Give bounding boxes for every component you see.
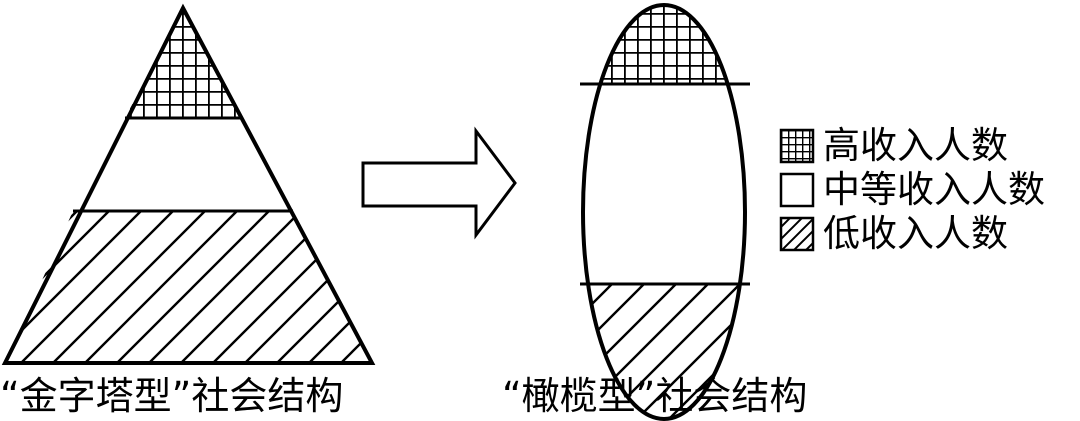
legend-swatch-high	[779, 128, 815, 164]
legend-label-low: 低收入人数	[823, 212, 1008, 255]
olive-middle-income-band	[583, 84, 745, 284]
legend	[779, 128, 815, 252]
olive-diagram	[580, 3, 750, 421]
pyramid-outline	[1, 3, 376, 365]
legend-swatch-middle	[779, 172, 815, 208]
legend-label-high: 高收入人数	[823, 124, 1008, 167]
olive-outline	[581, 3, 747, 421]
transition-arrow	[361, 126, 517, 240]
pyramid-low-income-band	[5, 211, 372, 363]
olive-caption: “橄榄型”社会结构	[502, 374, 808, 418]
legend-swatch-low	[779, 216, 815, 252]
pyramid-caption: “金字塔型”社会结构	[0, 374, 344, 418]
pyramid-middle-income-band	[73, 118, 293, 211]
pyramid-diagram	[1, 3, 376, 365]
pyramid-high-income-band	[125, 8, 241, 118]
legend-label-middle: 中等收入人数	[823, 168, 1045, 211]
